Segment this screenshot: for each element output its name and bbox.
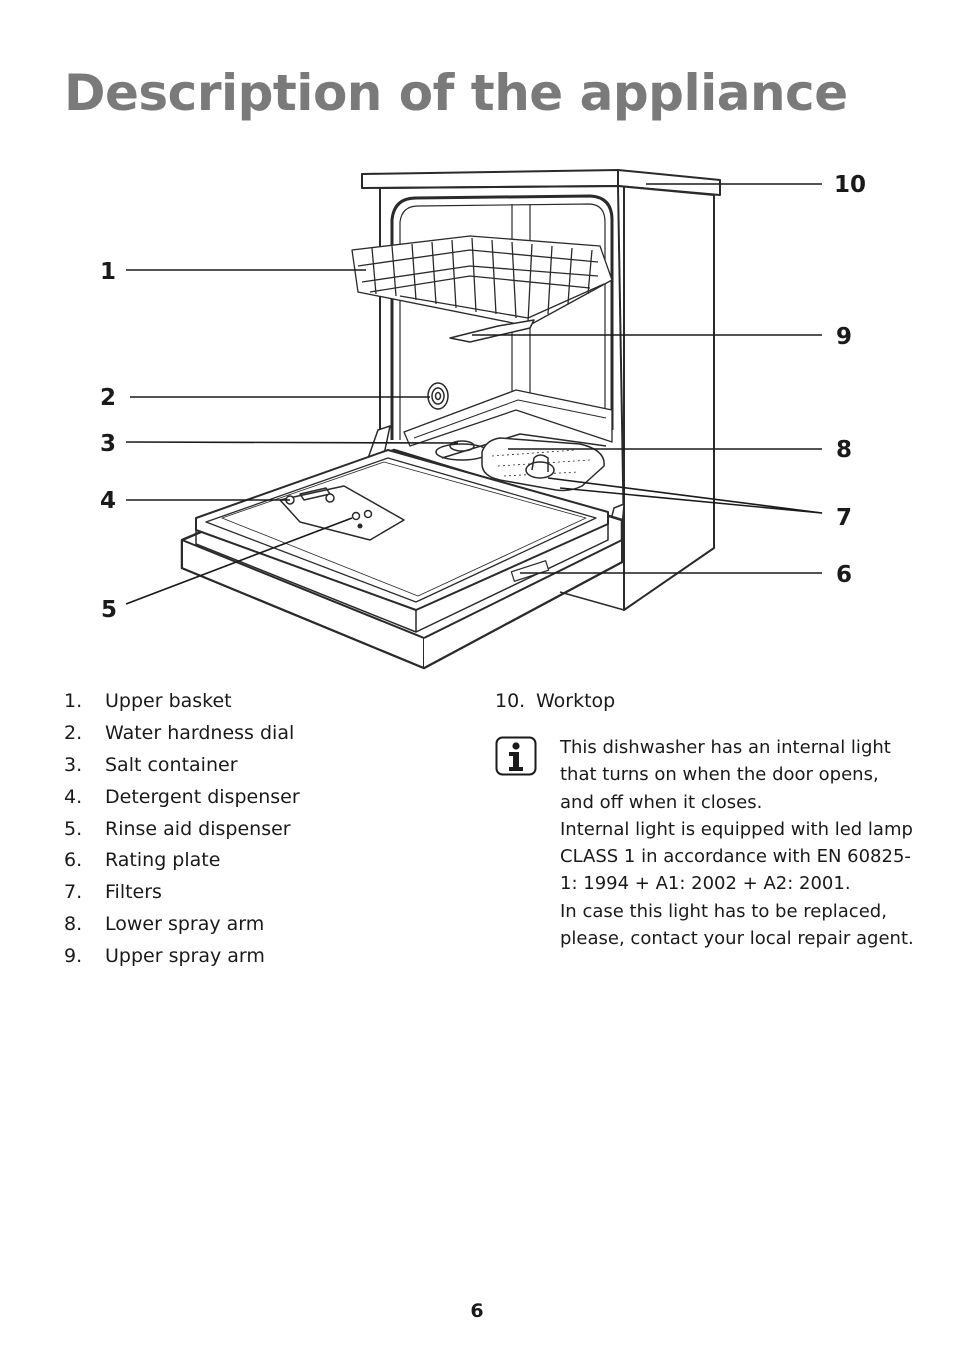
list-item-label: Rinse aid dispenser [105, 817, 291, 840]
list-item-label: Salt container [105, 753, 238, 776]
list-item-number: 3. [64, 753, 83, 776]
callout-3: 3 [100, 431, 116, 457]
callout-8: 8 [836, 437, 852, 463]
dishwasher-illustration: 1 2 3 4 5 6 7 8 9 10 [100, 169, 866, 670]
dispensers-shape [279, 485, 405, 541]
list-item-label: Lower spray arm [105, 913, 265, 936]
leader-line-5 [125, 517, 353, 605]
list-item-label: Worktop [536, 690, 616, 712]
water-hardness-dial-shape [427, 382, 449, 410]
list-item: 2. Water hardness dial [64, 718, 300, 750]
list-item-number: 4. [64, 785, 83, 808]
info-note-text-content: This dishwasher has an internal light th… [560, 737, 914, 950]
leader-line-7b [559, 487, 823, 514]
list-item-number: 8. [64, 913, 83, 936]
list-item-number: 1. [64, 690, 83, 712]
leader-line-7a [547, 477, 823, 514]
filters-shape [481, 437, 605, 492]
list-item: 5. Rinse aid dispenser [64, 814, 300, 846]
list-item: 10. Worktop [495, 686, 915, 718]
list-item: 8. Lower spray arm [64, 909, 300, 941]
callout-7: 7 [836, 505, 852, 531]
list-item-label: Detergent dispenser [105, 785, 300, 808]
info-note-text: This dishwasher has an internal light th… [560, 734, 915, 952]
cabinet-side-panel [617, 185, 715, 611]
cabinet-frame [379, 185, 625, 545]
callout-6: 6 [836, 562, 852, 588]
page-title: Description of the appliance [64, 64, 848, 122]
list-item: 6. Rating plate [64, 845, 300, 877]
upper-spray-arm-shape [449, 319, 535, 343]
list-item-number: 9. [64, 945, 83, 968]
list-item: 7. Filters [64, 877, 300, 909]
callout-2: 2 [100, 385, 116, 411]
upper-basket-shape [351, 235, 613, 327]
list-item-number: 10. [495, 690, 526, 712]
list-item-number: 7. [64, 881, 83, 904]
info-icon [495, 736, 537, 776]
list-item: 3. Salt container [64, 750, 300, 782]
page-number: 6 [470, 1300, 484, 1322]
list-item: 9. Upper spray arm [64, 941, 300, 973]
parts-list-continued: 10. Worktop [495, 686, 915, 718]
callout-9: 9 [836, 324, 852, 350]
list-item-label: Water hardness dial [105, 721, 295, 744]
list-item: 1. Upper basket [64, 686, 300, 718]
list-item: 4. Detergent dispenser [64, 782, 300, 814]
list-item-number: 2. [64, 721, 83, 744]
list-item-label: Filters [105, 881, 162, 904]
callout-1: 1 [100, 259, 116, 285]
leader-line-3 [125, 441, 459, 444]
list-item-number: 6. [64, 849, 83, 872]
list-item-number: 5. [64, 817, 83, 840]
list-item-label: Rating plate [105, 849, 221, 872]
lower-spray-arm-shape [435, 433, 607, 461]
callout-5: 5 [101, 597, 117, 623]
parts-list: 1. Upper basket 2. Water hardness dial 3. S… [64, 686, 300, 973]
list-item-label: Upper spray arm [105, 945, 265, 968]
callout-10: 10 [834, 172, 866, 198]
callout-4: 4 [100, 488, 116, 514]
list-item-label: Upper basket [105, 690, 232, 712]
